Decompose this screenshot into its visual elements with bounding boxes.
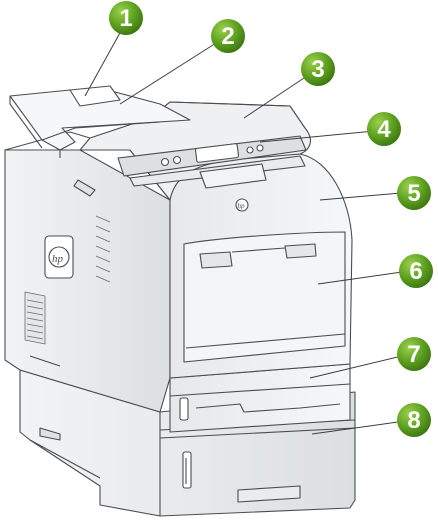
callout-4: 4: [367, 112, 401, 146]
svg-text:2: 2: [221, 23, 234, 50]
callout-2: 2: [211, 19, 245, 53]
printer-front-body: hp: [169, 153, 353, 379]
callout-7: 7: [397, 337, 431, 371]
callout-5: 5: [397, 176, 431, 210]
callouts: 1 2 3 4 5 6 7 8: [109, 1, 433, 437]
svg-text:1: 1: [119, 5, 132, 32]
callout-3: 3: [301, 52, 335, 86]
svg-text:8: 8: [407, 407, 420, 434]
printer-top: [79, 101, 311, 201]
side-hp-logo: hp: [52, 253, 64, 265]
leader-4: [259, 129, 385, 143]
callout-8: 8: [397, 403, 431, 437]
callout-6: 6: [399, 254, 433, 288]
svg-text:4: 4: [377, 116, 391, 143]
svg-text:7: 7: [407, 341, 420, 368]
leader-2: [119, 37, 225, 105]
leader-5: [319, 191, 413, 201]
leader-7: [309, 353, 411, 379]
callout-1: 1: [109, 1, 143, 35]
leader-1: [84, 21, 127, 97]
output-bin: [9, 85, 191, 158]
svg-text:6: 6: [409, 258, 422, 285]
printer-left-side: hp: [4, 131, 171, 413]
leader-8: [311, 419, 413, 435]
svg-text:3: 3: [311, 56, 324, 83]
svg-text:5: 5: [407, 180, 420, 207]
printer-illustration: hp hp: [4, 85, 356, 517]
front-hp-logo: hp: [238, 202, 246, 210]
